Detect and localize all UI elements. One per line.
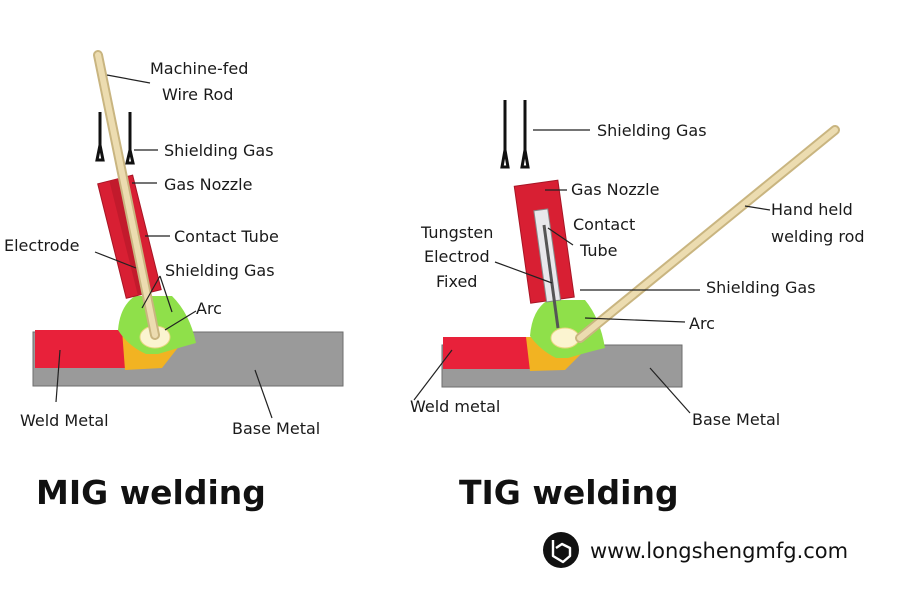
mig-base-metal-label: Base Metal bbox=[232, 419, 320, 438]
tig-tungsten-electrode bbox=[542, 224, 560, 329]
tig-leader-lines bbox=[413, 129, 771, 414]
mig-leader-lines bbox=[55, 74, 273, 419]
mig-contact-tube-label: Contact Tube bbox=[174, 227, 279, 246]
tig-shielding-gas-top-label: Shielding Gas bbox=[597, 121, 707, 140]
tig-title: TIG welding bbox=[459, 473, 679, 512]
tig-shielding-gas-label: Shielding Gas bbox=[706, 278, 816, 297]
tig-arc-label: Arc bbox=[689, 314, 715, 333]
tig-tungsten-label-2: Electrod bbox=[424, 247, 490, 266]
mig-wire-rod-label-1: Machine-fed bbox=[150, 59, 248, 78]
mig-shielding-gas-label: Shielding Gas bbox=[165, 261, 275, 280]
mig-shielding-gas-top-label: Shielding Gas bbox=[164, 141, 274, 160]
tig-contact-tube-label-2: Tube bbox=[579, 241, 617, 260]
tig-tungsten-label-3: Fixed bbox=[436, 272, 477, 291]
mig-diagram bbox=[32, 50, 344, 387]
longsheng-logo-icon bbox=[543, 532, 579, 568]
mig-gas-pipes bbox=[95, 112, 135, 165]
tig-gas-nozzle-label: Gas Nozzle bbox=[571, 180, 659, 199]
mig-weld-metal-label: Weld Metal bbox=[20, 411, 109, 430]
tig-hand-rod-label-2: welding rod bbox=[771, 227, 865, 246]
tig-base-metal-label: Base Metal bbox=[692, 410, 780, 429]
mig-arc-label: Arc bbox=[196, 299, 222, 318]
mig-weld-metal bbox=[35, 330, 127, 368]
tig-weld-metal-label: Weld metal bbox=[410, 397, 500, 416]
tig-diagram bbox=[441, 100, 840, 388]
tig-weld-metal bbox=[443, 337, 531, 369]
tig-labels: Shielding Gas Gas Nozzle Tungsten Electr… bbox=[410, 121, 865, 429]
tig-tungsten-label-1: Tungsten bbox=[420, 223, 493, 242]
tig-arc bbox=[550, 327, 580, 349]
mig-wire-rod-label-2: Wire Rod bbox=[162, 85, 233, 104]
tig-contact-tube-label-1: Contact bbox=[573, 215, 635, 234]
mig-gas-nozzle-label: Gas Nozzle bbox=[164, 175, 252, 194]
website-url[interactable]: www.longshengmfg.com bbox=[590, 539, 848, 563]
tig-hand-rod-label-1: Hand held bbox=[771, 200, 853, 219]
mig-labels: Machine-fed Wire Rod Shielding Gas Gas N… bbox=[4, 59, 320, 438]
watermark: www.longshengmfg.com bbox=[543, 532, 848, 568]
mig-electrode-label: Electrode bbox=[4, 236, 79, 255]
tig-gas-pipes bbox=[500, 100, 530, 169]
mig-title: MIG welding bbox=[36, 473, 266, 512]
